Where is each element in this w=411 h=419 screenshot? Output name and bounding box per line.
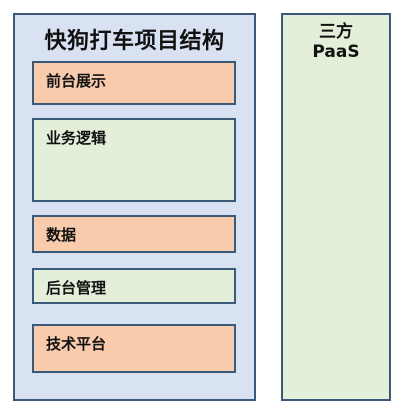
paas-label: PaaS [312, 42, 360, 62]
backend-management-block: 后台管理 [32, 268, 236, 304]
third-party-paas-title: 三方 PaaS [283, 22, 389, 62]
third-party-label: 三方 [319, 22, 353, 42]
project-structure-title: 快狗打车项目结构 [44, 29, 225, 54]
data-block: 数据 [32, 215, 236, 253]
third-party-paas-panel: 三方 PaaS [281, 13, 391, 401]
backend-management-label: 后台管理 [46, 279, 107, 297]
tech-platform-block: 技术平台 [32, 324, 236, 373]
tech-platform-label: 技术平台 [46, 335, 107, 353]
data-label: 数据 [46, 226, 77, 244]
frontend-display-block: 前台展示 [32, 61, 236, 105]
business-logic-block: 业务逻辑 [32, 118, 236, 202]
project-structure-panel: 快狗打车项目结构 前台展示 业务逻辑 数据 后台管理 技术平台 [13, 13, 256, 401]
business-logic-label: 业务逻辑 [46, 129, 107, 147]
frontend-display-label: 前台展示 [46, 72, 107, 90]
